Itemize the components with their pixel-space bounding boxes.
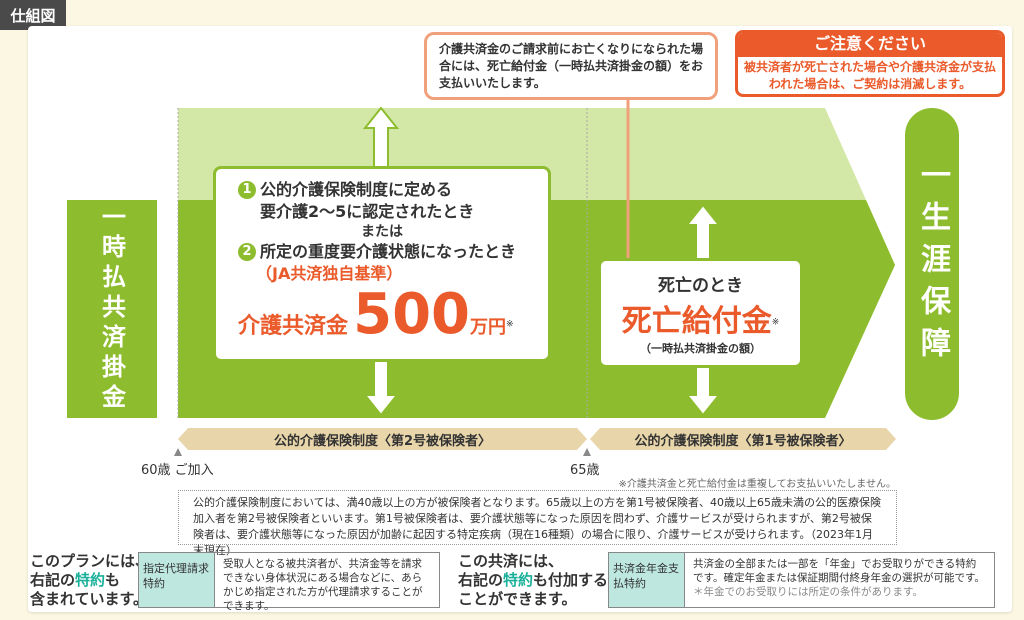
condition-1-detail: 要介護2～5に認定されたとき [260,202,475,221]
optional-lead-1: この共済には、 [458,552,564,570]
caution-title: ご注意ください [738,33,1002,57]
rider-name: 共済金年金支払特約 [609,553,685,607]
death-benefit-box: 死亡のとき 死亡給付金※ （一時払共済掛金の額） [598,258,803,368]
start-marker-icon [174,448,182,456]
ja-standard: （JA共済独自基準） [256,264,403,283]
death-benefit-sub: （一時払共済掛金の額） [640,342,761,355]
age-start: 60歳 ご加入 [141,463,214,478]
rider-description: 共済金の全部または一部を「年金」でお受取りができる特約です。確定年金または保証期… [693,558,985,584]
insurance-note: 公的介護保険制度においては、満40歳以上の方が被保険者となります。65歳以上の方… [178,490,897,557]
age-65: 65歳 [570,463,600,478]
number-1-icon: 1 [238,181,256,199]
death-benefit-label: 死亡給付金 [621,304,772,339]
footnote: ※介護共済金と死亡給付金は重複してお支払いいたしません。 [618,479,896,490]
optional-lead: この共済には、 右記の特約も付加する ことができます。 [458,552,608,609]
care-benefit-amount: 500 [353,282,471,347]
lifetime-coverage-pill: 一生涯保障 [905,108,959,420]
condition-1: 公的介護保険制度に定める [260,180,453,199]
age65-marker-icon [583,448,591,456]
care-benefit-label: 介護共済金 [238,314,349,339]
plan-lead-2c: も [105,571,121,589]
plan-lead: このプランには、 右記の特約も 含まれています。 [30,552,150,609]
optional-lead-3: ことができます。 [458,590,577,608]
caution-box: ご注意ください 被共済者が死亡された場合や介護共済金が支払われた場合は、ご契約は… [735,30,1005,97]
care-benefit-unit: 万円 [470,317,507,338]
plan-lead-2b: 特約 [75,571,106,589]
optional-lead-2b: 特約 [503,571,534,589]
rider-note: ＊年金でのお受取りには所定の条件があります。 [693,586,923,598]
condition-2: 所定の重度要介護状態になったとき [260,242,517,261]
or-text: または [361,224,403,240]
death-title: 死亡のとき [658,276,743,296]
single-premium-box: 一時払共済掛金 [67,200,157,418]
number-2-icon: 2 [238,243,256,261]
designated-proxy-rider: 指定代理請求特約 受取人となる被共済者が、共済金等を請求できない身体状況にある場… [138,552,440,612]
caution-body: 被共済者が死亡された場合や介護共済金が支払われた場合は、ご契約は消滅します。 [743,60,996,91]
diagram-label: 仕組図 [0,0,66,30]
death-callout: 介護共済金のご請求前にお亡くなりになられた場合には、死亡給付金（一時払共済掛金の… [424,32,718,100]
rider-name: 指定代理請求特約 [139,553,215,607]
note-mark: ※ [771,317,780,328]
optional-lead-2c: も付加する [533,571,609,589]
rider-description: 受取人となる被共済者が、共済金等を請求できない身体状況にある場合などに、あらかじ… [223,558,423,612]
insured-type2-bar: 公的介護保険制度〈第2号被保険者〉 [178,428,587,450]
plan-lead-2a: 右記の [30,571,76,589]
annuity-payment-rider: 共済金年金支払特約 共済金の全部または一部を「年金」でお受取りができる特約です。… [608,552,995,608]
plan-lead-1: このプランには、 [30,552,151,570]
note-mark: ※ [506,319,514,330]
optional-lead-2a: 右記の [458,571,504,589]
plan-lead-3: 含まれています。 [30,590,149,608]
insured-type1-bar: 公的介護保険制度〈第1号被保険者〉 [590,428,896,450]
